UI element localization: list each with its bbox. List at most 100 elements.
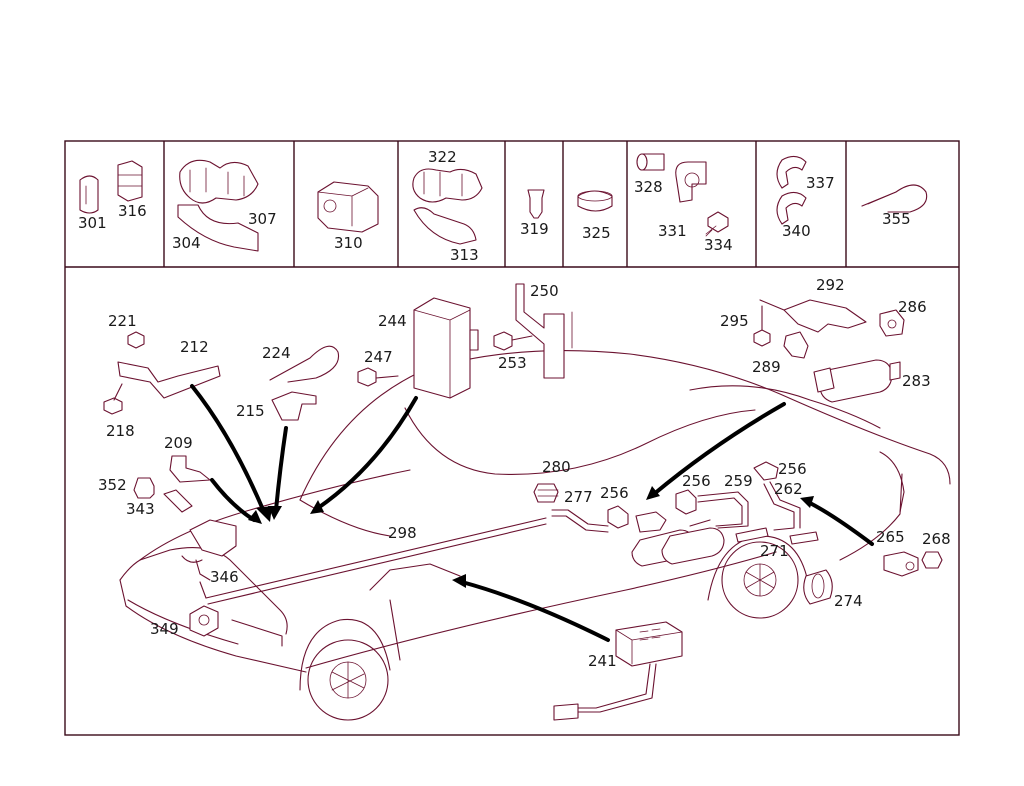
part-label-325: 325 [582,224,611,242]
arrow [316,396,418,510]
car-rear-window [689,385,881,429]
connector-265 [883,551,919,577]
control-unit-244 [413,297,471,399]
bracket-331 [675,161,707,203]
arrow [210,478,256,522]
part-label-259: 259 [724,472,753,490]
grommet-280 [533,483,559,503]
diagram-frame [64,140,960,736]
bolt-218 [103,397,123,415]
screw-295 [753,329,771,347]
part-label-340: 340 [782,222,811,240]
car-body [119,350,951,721]
grommet-286 [879,309,905,337]
clip-322 [412,168,483,203]
part-label-247: 247 [364,348,393,366]
arrow [806,500,874,546]
clip-340 [776,191,807,225]
car-windshield-base [404,407,756,475]
part-label-221: 221 [108,312,137,330]
top-row-parts [79,153,928,252]
arrow [190,384,266,514]
arrow [460,580,610,642]
screw-334 [707,211,729,233]
part-label-256: 256 [682,472,711,490]
bracket-215 [271,391,317,421]
clip-316 [117,160,143,202]
part-label-215: 215 [236,402,265,420]
car-front-bumper [119,579,307,673]
part-labels: 301 316 304 307 310 322 313 319 325 328 … [78,148,951,670]
car-hood-front [139,469,411,561]
car-roof-line [299,350,951,501]
part-label-295: 295 [720,312,749,330]
part-label-352: 352 [98,476,127,494]
part-label-310: 310 [334,234,363,252]
hose-298 [205,517,547,599]
cable-holder-307 [179,159,259,204]
clip-313 [413,207,477,245]
arrow [652,402,786,496]
part-label-274: 274 [834,592,863,610]
holder-310 [317,181,379,233]
part-label-253: 253 [498,354,527,372]
arrow [274,426,288,512]
cable-tie-355 [861,184,928,213]
part-label-328: 328 [634,178,663,196]
cable-tie-224 [269,345,340,383]
part-label-337: 337 [806,174,835,192]
part-label-304: 304 [172,234,201,252]
rear-wheel [721,541,799,619]
part-label-334: 334 [704,236,733,254]
part-label-256: 256 [778,460,807,478]
bellows-274 [803,569,833,605]
part-label-283: 283 [902,372,931,390]
push-clip-319 [527,189,545,219]
part-label-346: 346 [210,568,239,586]
part-label-322: 322 [428,148,457,166]
bracket-212 [117,361,221,399]
part-label-331: 331 [658,222,687,240]
part-label-292: 292 [816,276,845,294]
bracket-292 [783,299,867,333]
part-label-209: 209 [164,434,193,452]
part-label-355: 355 [882,210,911,228]
connector-256 [753,461,779,481]
bracket-250 [515,283,565,379]
part-label-268: 268 [922,530,951,548]
pointer-arrows [190,384,874,642]
screw-247 [357,367,377,387]
part-label-250: 250 [530,282,559,300]
part-label-280: 280 [542,458,571,476]
part-label-301: 301 [78,214,107,232]
hose-262 [763,483,795,531]
part-label-298: 298 [388,524,417,542]
harness-connector [553,703,579,721]
part-label-307: 307 [248,210,277,228]
car-side-sill [305,551,777,669]
car-door-line [369,563,461,591]
car-rear-bumper [839,473,903,561]
front-wheel-arch [299,618,391,691]
sleeve-343 [163,489,193,513]
nut-221 [127,331,145,349]
holder-289 [783,331,809,359]
part-label-286: 286 [898,298,927,316]
bracket-304 [177,204,259,252]
part-label-244: 244 [378,312,407,330]
car-hood-crease [299,499,391,537]
main-parts [103,283,943,721]
outer-frame [64,140,960,736]
part-label-313: 313 [450,246,479,264]
part-label-343: 343 [126,500,155,518]
part-label-256: 256 [600,484,629,502]
grommet-268 [921,551,943,569]
harness-module-241 [615,621,683,667]
hose-259 [697,491,749,529]
connector-256 [607,505,629,529]
pump-283 [819,359,893,403]
part-label-316: 316 [118,202,147,220]
part-label-271: 271 [760,542,789,560]
connector-256 [675,489,697,515]
